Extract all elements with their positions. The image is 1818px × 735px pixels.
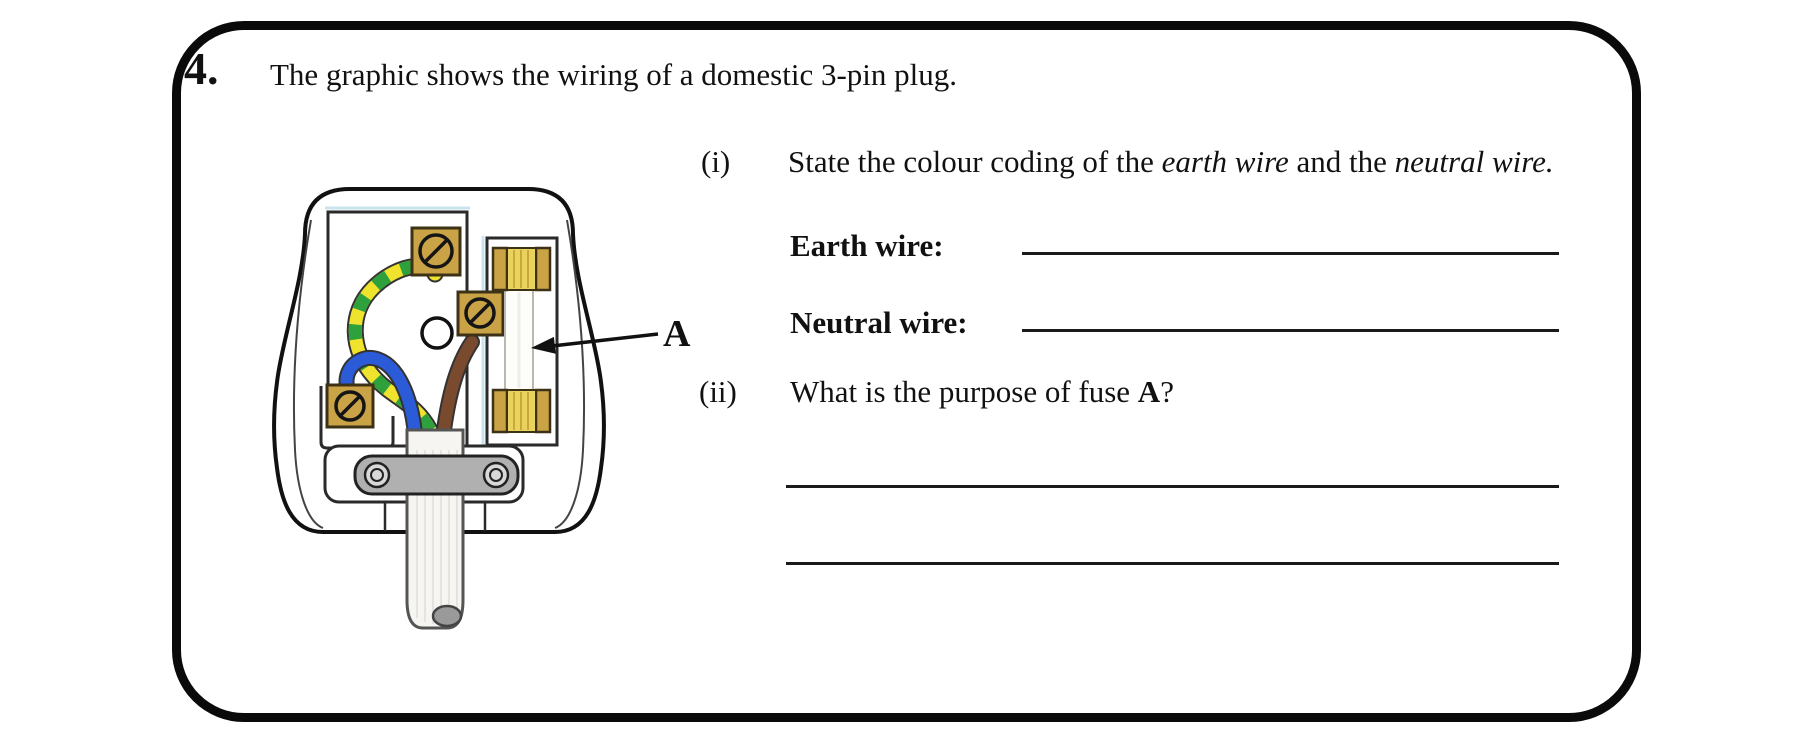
part-ii-fuse-ref: A bbox=[1137, 374, 1161, 409]
part-i-marker: (i) bbox=[701, 144, 731, 179]
earth-terminal-screw bbox=[418, 233, 454, 269]
live-terminal-screw-slot bbox=[467, 300, 493, 326]
part-i-text-middle: and the bbox=[1288, 144, 1395, 179]
part-ii-text-after: ? bbox=[1160, 374, 1174, 409]
fuse-top-clip-left bbox=[491, 246, 509, 292]
fuse-top-cap-stripes bbox=[513, 250, 529, 288]
clamp-screw-left-inner bbox=[370, 468, 384, 482]
fuse-bottom-clip-right bbox=[534, 388, 552, 434]
part-i-earth-term: earth wire bbox=[1161, 144, 1289, 179]
part-ii-prompt: What is the purpose of fuse A? bbox=[790, 374, 1174, 410]
centre-hole bbox=[420, 316, 454, 350]
earth-terminal-screw-slot bbox=[422, 237, 450, 265]
part-ii-text-before: What is the purpose of fuse bbox=[790, 374, 1138, 409]
fuse-bottom-clip-left bbox=[491, 388, 509, 434]
plug-seam-left bbox=[292, 219, 324, 529]
cable-sheath-ribbing bbox=[416, 450, 458, 624]
cable-cut-end bbox=[431, 604, 463, 628]
plug-seam-right bbox=[554, 219, 586, 529]
question-border bbox=[172, 21, 1641, 722]
earth-wire-answer-line bbox=[1022, 252, 1559, 255]
part-i-prompt: State the colour coding of the earth wir… bbox=[788, 144, 1554, 180]
neutral-wire bbox=[340, 352, 421, 440]
part-ii-answer-line-2 bbox=[786, 562, 1559, 565]
neutral-wire-label: Neutral wire: bbox=[790, 305, 968, 340]
neutral-terminal-screw bbox=[334, 390, 366, 422]
part-ii-answer-line-1 bbox=[786, 485, 1559, 488]
part-i-neutral-term: neutral wire. bbox=[1394, 144, 1554, 179]
fuse-arrowhead bbox=[531, 336, 556, 354]
part-i-text-before: State the colour coding of the bbox=[788, 144, 1162, 179]
fuse-arrow bbox=[551, 332, 659, 348]
part-ii-marker: (ii) bbox=[699, 374, 737, 409]
earth-wire-label: Earth wire: bbox=[790, 228, 944, 263]
fuse-bottom-cap-stripes bbox=[513, 392, 529, 430]
cable-channel-walls bbox=[383, 502, 487, 531]
live-wire bbox=[438, 336, 478, 436]
cable-clamp bbox=[353, 454, 520, 496]
question-intro: The graphic shows the wiring of a domest… bbox=[270, 57, 958, 92]
plug-wiring-figure: A bbox=[272, 187, 691, 630]
live-terminal-screw bbox=[464, 297, 496, 329]
clamp-screw-left bbox=[363, 461, 391, 489]
clamp-screw-right bbox=[482, 461, 510, 489]
fuse-top-clip-right bbox=[534, 246, 552, 292]
neutral-wire-answer-line bbox=[1022, 329, 1559, 332]
question-number: 4. bbox=[184, 43, 219, 94]
neutral-terminal-screw-slot bbox=[337, 393, 363, 419]
fuse-label-a: A bbox=[663, 313, 691, 355]
clamp-screw-right-inner bbox=[489, 468, 503, 482]
